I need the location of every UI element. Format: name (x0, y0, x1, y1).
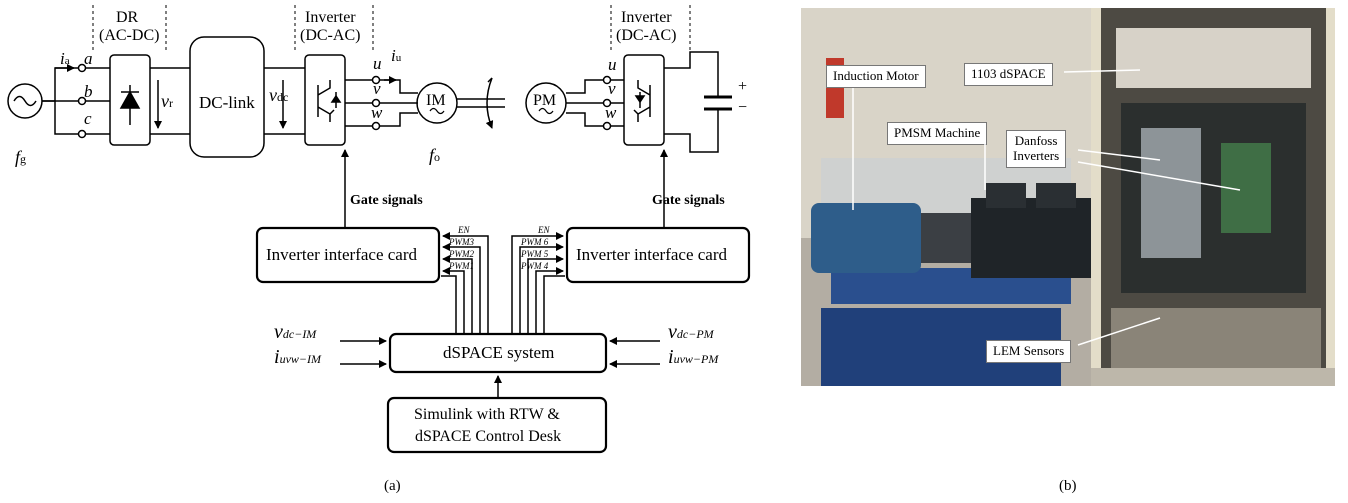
label-danfoss-line1: Danfoss (1013, 134, 1059, 149)
phase-a-label: a (84, 50, 93, 67)
signal-pwm4: PWM 4 (521, 262, 548, 271)
caption-b: (b) (1059, 478, 1077, 495)
inverter-1-subtitle: (DC-AC) (300, 28, 360, 44)
phase-b-label: b (84, 83, 93, 100)
dr-subtitle: (AC-DC) (99, 28, 159, 44)
signal-pwm5: PWM 5 (521, 250, 548, 259)
interface-card-right-label: Inverter interface card (576, 246, 727, 263)
ia-label: ia (60, 50, 70, 67)
inverter-2-box (624, 55, 664, 145)
phase-w-right-label: w (605, 104, 616, 121)
vdc-label: vdc (269, 86, 288, 104)
label-danfoss-inverters: Danfoss Inverters (1006, 130, 1066, 168)
label-danfoss-line2: Inverters (1013, 149, 1059, 164)
vdc-pm-label: vdc−PM (668, 322, 714, 342)
signal-en-right: EN (538, 226, 550, 235)
signal-pwm1: PWM1 (449, 262, 474, 271)
caption-a: (a) (384, 478, 401, 495)
label-1103-dspace: 1103 dSPACE (964, 63, 1053, 86)
fg-label: fg (15, 148, 26, 166)
label-pmsm: PMSM Machine (887, 122, 987, 145)
dspace-system-label: dSPACE system (443, 344, 554, 361)
cap-plus-label: + (738, 79, 747, 95)
label-induction-motor: Induction Motor (826, 65, 926, 88)
simulink-line-2: dSPACE Control Desk (415, 429, 561, 445)
inverter-1-title: Inverter (305, 10, 356, 26)
vdc-im-label: vdc−IM (274, 322, 316, 342)
signal-pwm2: PWM2 (449, 250, 474, 259)
phase-w-left-label: w (371, 104, 382, 121)
inverter-2-title: Inverter (621, 10, 672, 26)
signal-pwm3: PWM3 (449, 238, 474, 247)
phase-v-left-label: v (373, 80, 381, 97)
signal-pwm6: PWM 6 (521, 238, 548, 247)
vr-label: vr (161, 92, 173, 110)
im-label: IM (426, 93, 446, 109)
gate-signals-left: Gate signals (350, 194, 423, 208)
phase-u-right-label: u (608, 56, 617, 73)
iuvw-im-label: iuvw−IM (274, 347, 321, 367)
dc-link-label: DC-link (199, 94, 255, 111)
pm-label: PM (533, 93, 556, 109)
iuvw-pm-label: iuvw−PM (668, 347, 718, 367)
inverter-2-subtitle: (DC-AC) (616, 28, 676, 44)
fo-label: fo (429, 146, 440, 164)
iu-label: iu (391, 47, 401, 64)
phase-u-left-label: u (373, 55, 382, 72)
phase-v-right-label: v (608, 80, 616, 97)
cap-minus-label: − (738, 100, 747, 116)
simulink-line-1: Simulink with RTW & (414, 407, 560, 423)
phase-c-label: c (84, 110, 92, 127)
label-lem-sensors: LEM Sensors (986, 340, 1071, 363)
dr-title: DR (116, 10, 138, 26)
interface-card-left-label: Inverter interface card (266, 246, 417, 263)
signal-en-left: EN (458, 226, 470, 235)
gate-signals-right: Gate signals (652, 194, 725, 208)
